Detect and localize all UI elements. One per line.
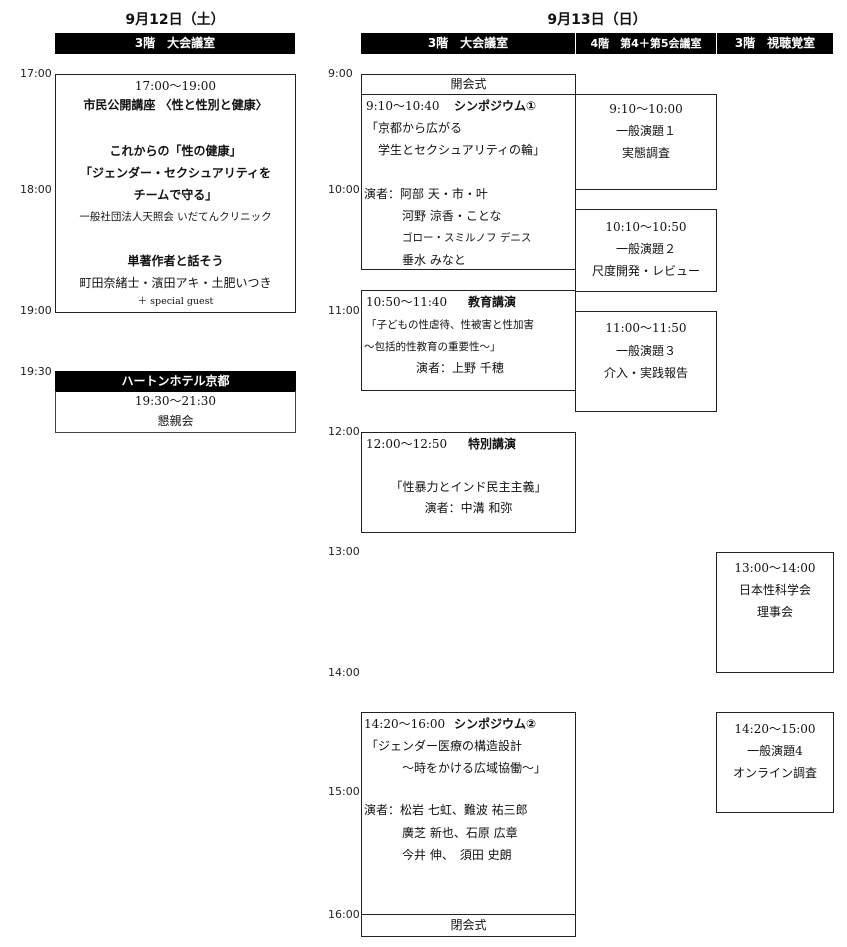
symposium-1: 9:10～10:40 シンポジウム① 「京都から広がる 学生とセクシュアリティの… (361, 94, 576, 270)
session-speaker: 演者：中溝 和弥 (424, 501, 513, 515)
session-topic: 実態調査 (621, 146, 670, 160)
time-label: 17:00 (20, 67, 52, 80)
speaker-line: 演者：阿部 天・市・叶 (364, 187, 488, 201)
session-title: 「京都から広がる (366, 121, 463, 135)
session-speaker: 演者：上野 千穂 (416, 361, 504, 375)
special-guest: ＋ special guest (137, 296, 214, 307)
session-label: シンポジウム① (454, 99, 537, 113)
board-org: 日本性科学会 (738, 583, 811, 597)
time-label: 11:00 (328, 304, 360, 317)
day2-title: 9月13日（日） (547, 12, 647, 28)
speaker-line: 廣芝 新也、石原 広章 (402, 826, 518, 840)
time-label: 18:00 (20, 183, 52, 196)
reception-session: 19:30～21:30 懇親会 (55, 391, 296, 433)
opening-label: 開会式 (450, 77, 487, 91)
author-talk-title: 単著作者と話そう (127, 254, 224, 268)
opening-ceremony: 開会式 (361, 74, 576, 96)
session-time: 11:00～11:50 (605, 321, 687, 335)
session-subtitle: これからの「性の健康」 (109, 144, 242, 158)
time-label: 15:00 (328, 785, 360, 798)
session-label: 教育講演 (468, 295, 517, 309)
session-title: 「ジェンダー医療の構造設計 (366, 739, 523, 753)
time-label: 19:30 (20, 365, 52, 378)
room-header-main-hall: 3階 大会議室 (361, 33, 575, 54)
time-label: 10:00 (328, 183, 360, 196)
session-time: 14:20～15:00 (734, 722, 816, 736)
reception-time: 19:30～21:30 (134, 394, 217, 408)
board-meeting-name: 理事会 (756, 605, 793, 619)
session-title-line2: ～時をかける広域協働～」 (402, 761, 547, 775)
speaker-line: ゴロー・スミルノフ デニス (402, 232, 532, 244)
time-label: 16:00 (328, 908, 360, 921)
special-lecture: 12:00～12:50 特別講演 「性暴力とインド民主主義」 演者：中溝 和弥 (361, 432, 576, 533)
session-title-line2: 学生とセクシュアリティの輪」 (378, 143, 546, 157)
session-organization: 一般社団法人天照会 いだてんクリニック (79, 211, 272, 223)
general-session-3: 11:00～11:50 一般演題３ 介入・実践報告 (575, 311, 717, 412)
speaker-line: 垂水 みなと (402, 253, 466, 267)
session-label: 一般演題３ (615, 344, 676, 358)
session-label: シンポジウム② (454, 717, 537, 731)
closing-ceremony: 閉会式 (361, 914, 576, 937)
time-label: 19:00 (20, 304, 52, 317)
closing-label: 閉会式 (450, 918, 487, 932)
session-label: 一般演題4 (747, 744, 803, 758)
general-session-1: 9:10～10:00 一般演題１ 実態調査 (575, 94, 717, 190)
time-label: 13:00 (328, 545, 360, 558)
speaker-line: 演者：松岩 七虹、難波 祐三郎 (364, 803, 528, 817)
session-time: 10:50～11:40 (366, 295, 448, 309)
session-time: 17:00～19:00 (134, 79, 217, 93)
speaker-line: 今井 伸、 須田 史朗 (402, 848, 512, 862)
reception-name: 懇親会 (157, 414, 194, 428)
time-label: 9:00 (328, 67, 353, 80)
session-title-line2: ～包括的性教育の重要性～」 (364, 341, 501, 353)
session-label: 一般演題２ (615, 242, 676, 256)
session-subtitle-line3: チームで守る」 (133, 188, 218, 202)
session-time: 13:00～14:00 (734, 561, 816, 575)
room-header-av-room: 3階 視聴覚室 (717, 33, 833, 54)
session-time: 9:10～10:40 (366, 99, 440, 113)
session-time: 14:20～16:00 (364, 717, 446, 731)
session-topic: オンライン調査 (732, 766, 817, 780)
board-meeting: 13:00～14:00 日本性科学会 理事会 (716, 552, 834, 673)
public-lecture-session: 17:00～19:00 市民公開講座 〈性と性別と健康〉 これからの「性の健康」… (55, 74, 296, 313)
speaker-line: 河野 涼香・ことな (402, 209, 502, 223)
room-header-conference: 4階 第4＋第5会議室 (576, 33, 716, 54)
session-time: 9:10～10:00 (609, 102, 683, 116)
session-time: 12:00～12:50 (366, 437, 448, 451)
session-topic: 尺度開発・レビュー (591, 264, 700, 278)
time-label: 12:00 (328, 425, 360, 438)
day1-title: 9月12日（土） (125, 12, 225, 28)
general-session-2: 10:10～10:50 一般演題２ 尺度開発・レビュー (575, 209, 717, 292)
session-title: 「性暴力とインド民主主義」 (390, 480, 547, 494)
session-topic: 介入・実践報告 (603, 366, 688, 380)
session-time: 10:10～10:50 (605, 220, 687, 234)
general-session-4: 14:20～15:00 一般演題4 オンライン調査 (716, 712, 834, 813)
session-label: 一般演題１ (615, 124, 676, 138)
session-title: 「子どもの性虐待、性被害と性加害 (366, 319, 534, 331)
time-label: 14:00 (328, 666, 360, 679)
session-title: 市民公開講座 〈性と性別と健康〉 (83, 98, 268, 112)
session-subtitle-line2: 「ジェンダー・セクシュアリティを (79, 166, 272, 180)
education-lecture: 10:50～11:40 教育講演 「子どもの性虐待、性被害と性加害 ～包括的性教… (361, 290, 576, 391)
reception-venue: ハートンホテル京都 (55, 371, 296, 392)
day1-room-header: 3階 大会議室 (55, 33, 295, 54)
author-names: 町田奈緒士・濱田アキ・土肥いつき (79, 276, 272, 290)
symposium-2: 14:20～16:00 シンポジウム② 「ジェンダー医療の構造設計 ～時をかける… (361, 712, 576, 915)
session-label: 特別講演 (468, 437, 517, 451)
